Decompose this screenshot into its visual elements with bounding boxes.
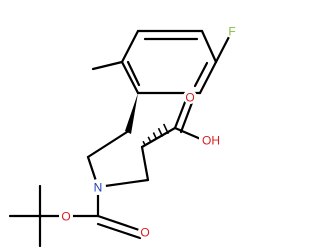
pyrrolidine-bond-c4-c5: [140, 145, 150, 182]
pyrrolidine-bond-c2-c3: [86, 130, 129, 159]
acid-carbonyl-bond-a: [173, 95, 189, 130]
acid-hydroxyl-bond: [173, 126, 205, 142]
ring-bond-c1-c2: [120, 29, 140, 64]
acid-hydroxyl-label: OH: [202, 134, 220, 148]
pyrrolidine-bond-c5-n1: [96, 178, 150, 189]
pyrrolidine-bond-c3-c4: [140, 126, 177, 149]
ring-bond-c4-c5-inner: [193, 61, 209, 88]
boc-carbonyl-bond-b: [96, 222, 142, 240]
acid-carbonyl-bond-b: [179, 98, 195, 134]
nitrogen-atom-label: N: [94, 181, 103, 195]
boc-ester-oxygen-label: O: [61, 210, 70, 224]
bond-ring-methyl: [91, 60, 124, 71]
bond-ring-fluorine: [214, 29, 234, 64]
ring-bond-c6-c1: [120, 60, 140, 95]
molecule-diagram: F N O OH O O: [8, 25, 236, 248]
pyrrolidine-bond-n1-c2: [86, 155, 100, 189]
boc-carbonyl-oxygen-label: O: [140, 226, 149, 240]
boc-carbonyl-bond-a: [96, 214, 147, 234]
ring-bond-c6-c1-inner: [126, 60, 141, 87]
hashed-wedge-bond-acid: [142, 123, 170, 146]
bond-layer: [8, 29, 234, 248]
acid-carbonyl-oxygen-label: O: [185, 91, 194, 105]
structure-canvas: F N O OH O O: [8, 25, 236, 248]
ring-bond-c3-c4: [200, 29, 218, 64]
fluorine-atom-label: F: [228, 25, 235, 39]
wedge-bond-aryl: [125, 93, 138, 134]
ring-bond-c4-c5: [198, 60, 218, 95]
